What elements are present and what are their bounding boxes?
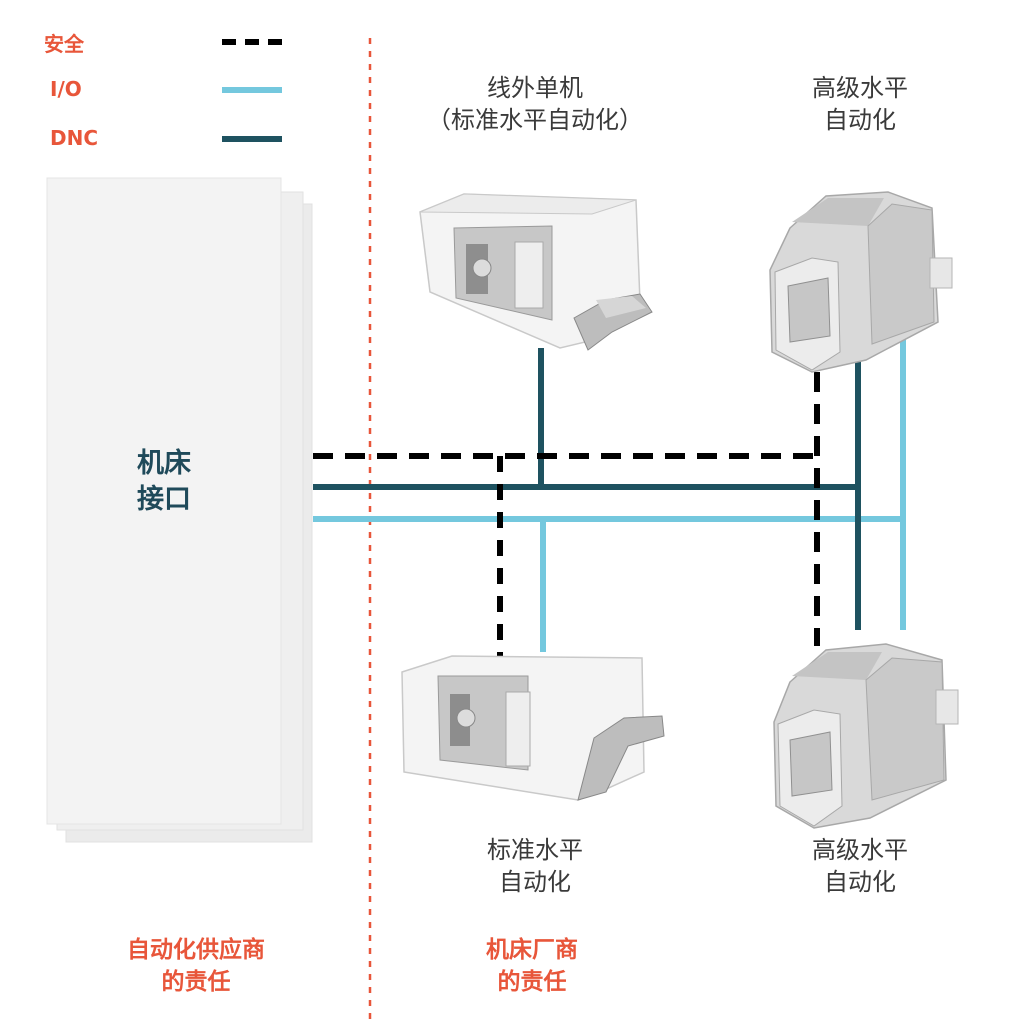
automation-supplier-responsibility: 自动化供应商 的责任 [96, 934, 296, 998]
supplier-resp-line2: 的责任 [161, 969, 231, 995]
label-advanced-top-line2: 自动化 [824, 106, 896, 134]
machine-offline-lathe [419, 193, 653, 351]
label-standard-bottom: 标准水平 自动化 [455, 834, 615, 898]
label-advanced-bottom-line2: 自动化 [824, 868, 896, 896]
legend-dnc-label: DNC [50, 126, 99, 150]
legend-io-label: I/O [50, 77, 82, 101]
label-offline-machine: 线外单机 （标准水平自动化） [400, 72, 670, 136]
machine-builder-responsibility: 机床厂商 的责任 [452, 934, 612, 998]
machine-advanced-cell-bottom [773, 643, 959, 829]
label-advanced-top: 高级水平 自动化 [780, 72, 940, 136]
label-advanced-top-line1: 高级水平 [812, 74, 908, 102]
connection-lines [313, 320, 906, 665]
interface-label-line1: 机床 [137, 448, 191, 479]
label-standard-bottom-line1: 标准水平 [487, 836, 583, 864]
label-advanced-bottom: 高级水平 自动化 [780, 834, 940, 898]
machine-interface-panel [46, 177, 313, 843]
legend-safety-label: 安全 [44, 32, 84, 56]
interface-panel-label: 机床 接口 [47, 446, 281, 518]
builder-resp-line1: 机床厂商 [486, 937, 578, 963]
machine-advanced-cell-top [769, 191, 953, 373]
label-advanced-bottom-line1: 高级水平 [812, 836, 908, 864]
interface-label-line2: 接口 [137, 484, 191, 515]
label-standard-bottom-line2: 自动化 [499, 868, 571, 896]
machine-standard-lathe [401, 655, 665, 801]
panel-front-sheet [46, 177, 282, 825]
builder-resp-line2: 的责任 [497, 969, 567, 995]
label-offline-line2: （标准水平自动化） [427, 106, 643, 134]
supplier-resp-line1: 自动化供应商 [127, 937, 265, 963]
label-offline-line1: 线外单机 [487, 74, 583, 102]
